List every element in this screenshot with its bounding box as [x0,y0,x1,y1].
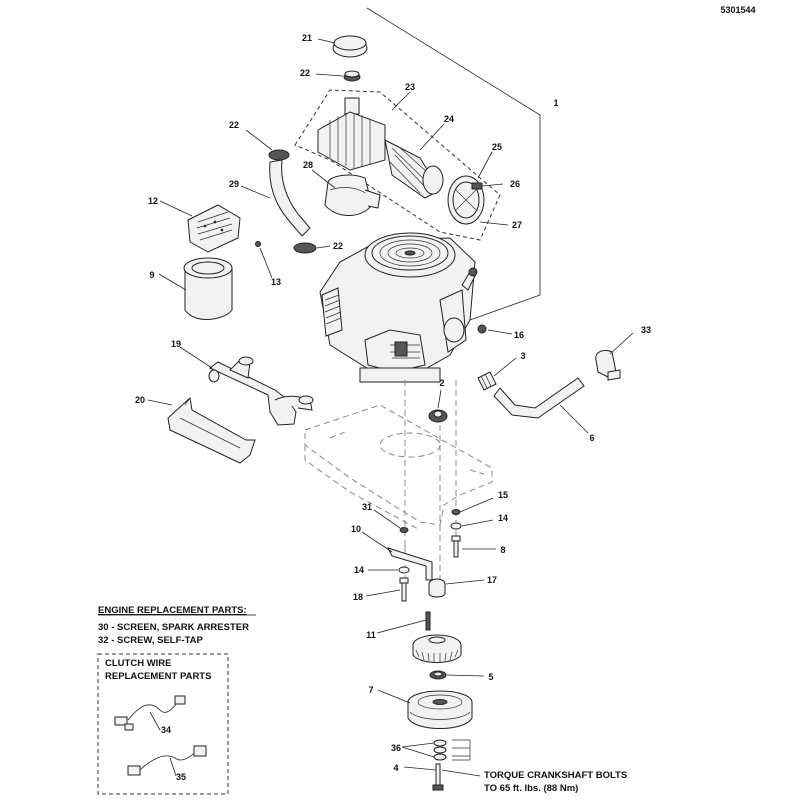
crank-bolt [432,763,444,791]
bolt-8 [451,535,461,558]
hose-clip [595,349,621,381]
callout-7: 7 [368,685,373,695]
filter-cover [447,175,485,225]
guard-screw [255,241,261,247]
intake-hose [269,159,311,237]
air-cleaner-band [324,174,381,216]
muffler-guard [187,204,241,253]
leader-1 [366,7,541,321]
clutch-wire-box [97,653,229,795]
callout-33: 33 [641,325,651,335]
callout-35: 35 [176,772,186,782]
doc-number: 5301544 [720,5,755,15]
callout-31: 31 [362,502,372,512]
muffler [183,257,233,320]
callout-9: 9 [149,270,154,280]
washer-14-left [398,566,410,574]
engine-part-32: 32 - SCREW, SELF-TAP [98,635,204,646]
heat-shield-bracket [167,397,256,464]
engine [319,232,478,383]
engine-parts-heading: ENGINE REPLACEMENT PARTS: [98,605,247,616]
callout-11: 11 [366,630,376,640]
callout-13: 13 [271,277,281,287]
clutch-wire-34 [114,695,186,731]
exhaust-pipe [208,356,314,426]
clutch-box-title-1: CLUTCH WIRE [105,658,172,669]
oil-drain-hose [493,377,585,419]
alignment-lines [404,380,457,600]
torque-note-line1: TORQUE CRANKSHAFT BOLTS [484,770,627,781]
callout-36: 36 [391,743,401,753]
air-cleaner-assembly-box [294,89,501,241]
pto-clutch [407,690,473,729]
callout-25: 25 [492,142,502,152]
callout-10: 10 [351,524,361,534]
hose-clamp-top [343,70,361,82]
callout-22-hose: 22 [229,120,239,130]
mount-bracket [387,547,433,581]
crank-key [425,611,431,631]
callout-1: 1 [553,98,558,108]
callout-labels: 1 2 3 4 5 6 7 8 9 10 11 12 13 14 14 15 1… [135,33,651,782]
hose-clamp-lower [293,242,317,254]
clutch-shims [433,739,471,761]
callout-22-lower: 22 [333,241,343,251]
callout-14-right: 14 [498,513,508,523]
crank-seal [428,409,448,423]
callout-22-top: 22 [300,68,310,78]
pulley-bearing [429,670,447,680]
callout-23: 23 [405,82,415,92]
callout-6: 6 [589,433,594,443]
callout-17: 17 [487,575,497,585]
callout-14-left: 14 [354,565,364,575]
pulley-spacer [428,578,446,598]
air-cleaner-body [317,97,386,171]
filter-element [384,139,444,199]
torque-note-leader [441,769,481,777]
hose-clamp-upper [268,149,290,161]
washer-15 [451,509,461,515]
callout-29: 29 [229,179,239,189]
washer-14-right [450,522,462,530]
callout-16: 16 [514,330,524,340]
callout-26: 26 [510,179,520,189]
leader-lines [147,38,634,777]
callout-2: 2 [439,378,444,388]
callout-19: 19 [171,339,181,349]
intake-cap [332,35,368,58]
deck-mount-plate [304,404,493,531]
fitting-nut [477,324,487,334]
callout-20: 20 [135,395,145,405]
callout-15: 15 [498,490,508,500]
callout-27: 27 [512,220,522,230]
clutch-box-title-2: REPLACEMENT PARTS [105,671,211,682]
callout-12: 12 [148,196,158,206]
callout-24: 24 [444,114,454,124]
callout-21: 21 [302,33,312,43]
callout-18: 18 [353,592,363,602]
engine-part-30: 30 - SCREEN, SPARK ARRESTER [98,622,249,633]
callout-8: 8 [500,545,505,555]
washer-31 [399,527,409,533]
callout-4: 4 [393,763,398,773]
callout-28: 28 [303,160,313,170]
torque-note-line2: TO 65 ft. lbs. (88 Nm) [484,783,578,794]
callout-34: 34 [161,725,171,735]
clutch-wire-35 [127,745,207,776]
bolt-18 [399,577,409,602]
callout-3: 3 [520,351,525,361]
drive-pulley [412,634,462,663]
oil-drain-fitting [477,371,497,391]
callout-5: 5 [488,672,493,682]
